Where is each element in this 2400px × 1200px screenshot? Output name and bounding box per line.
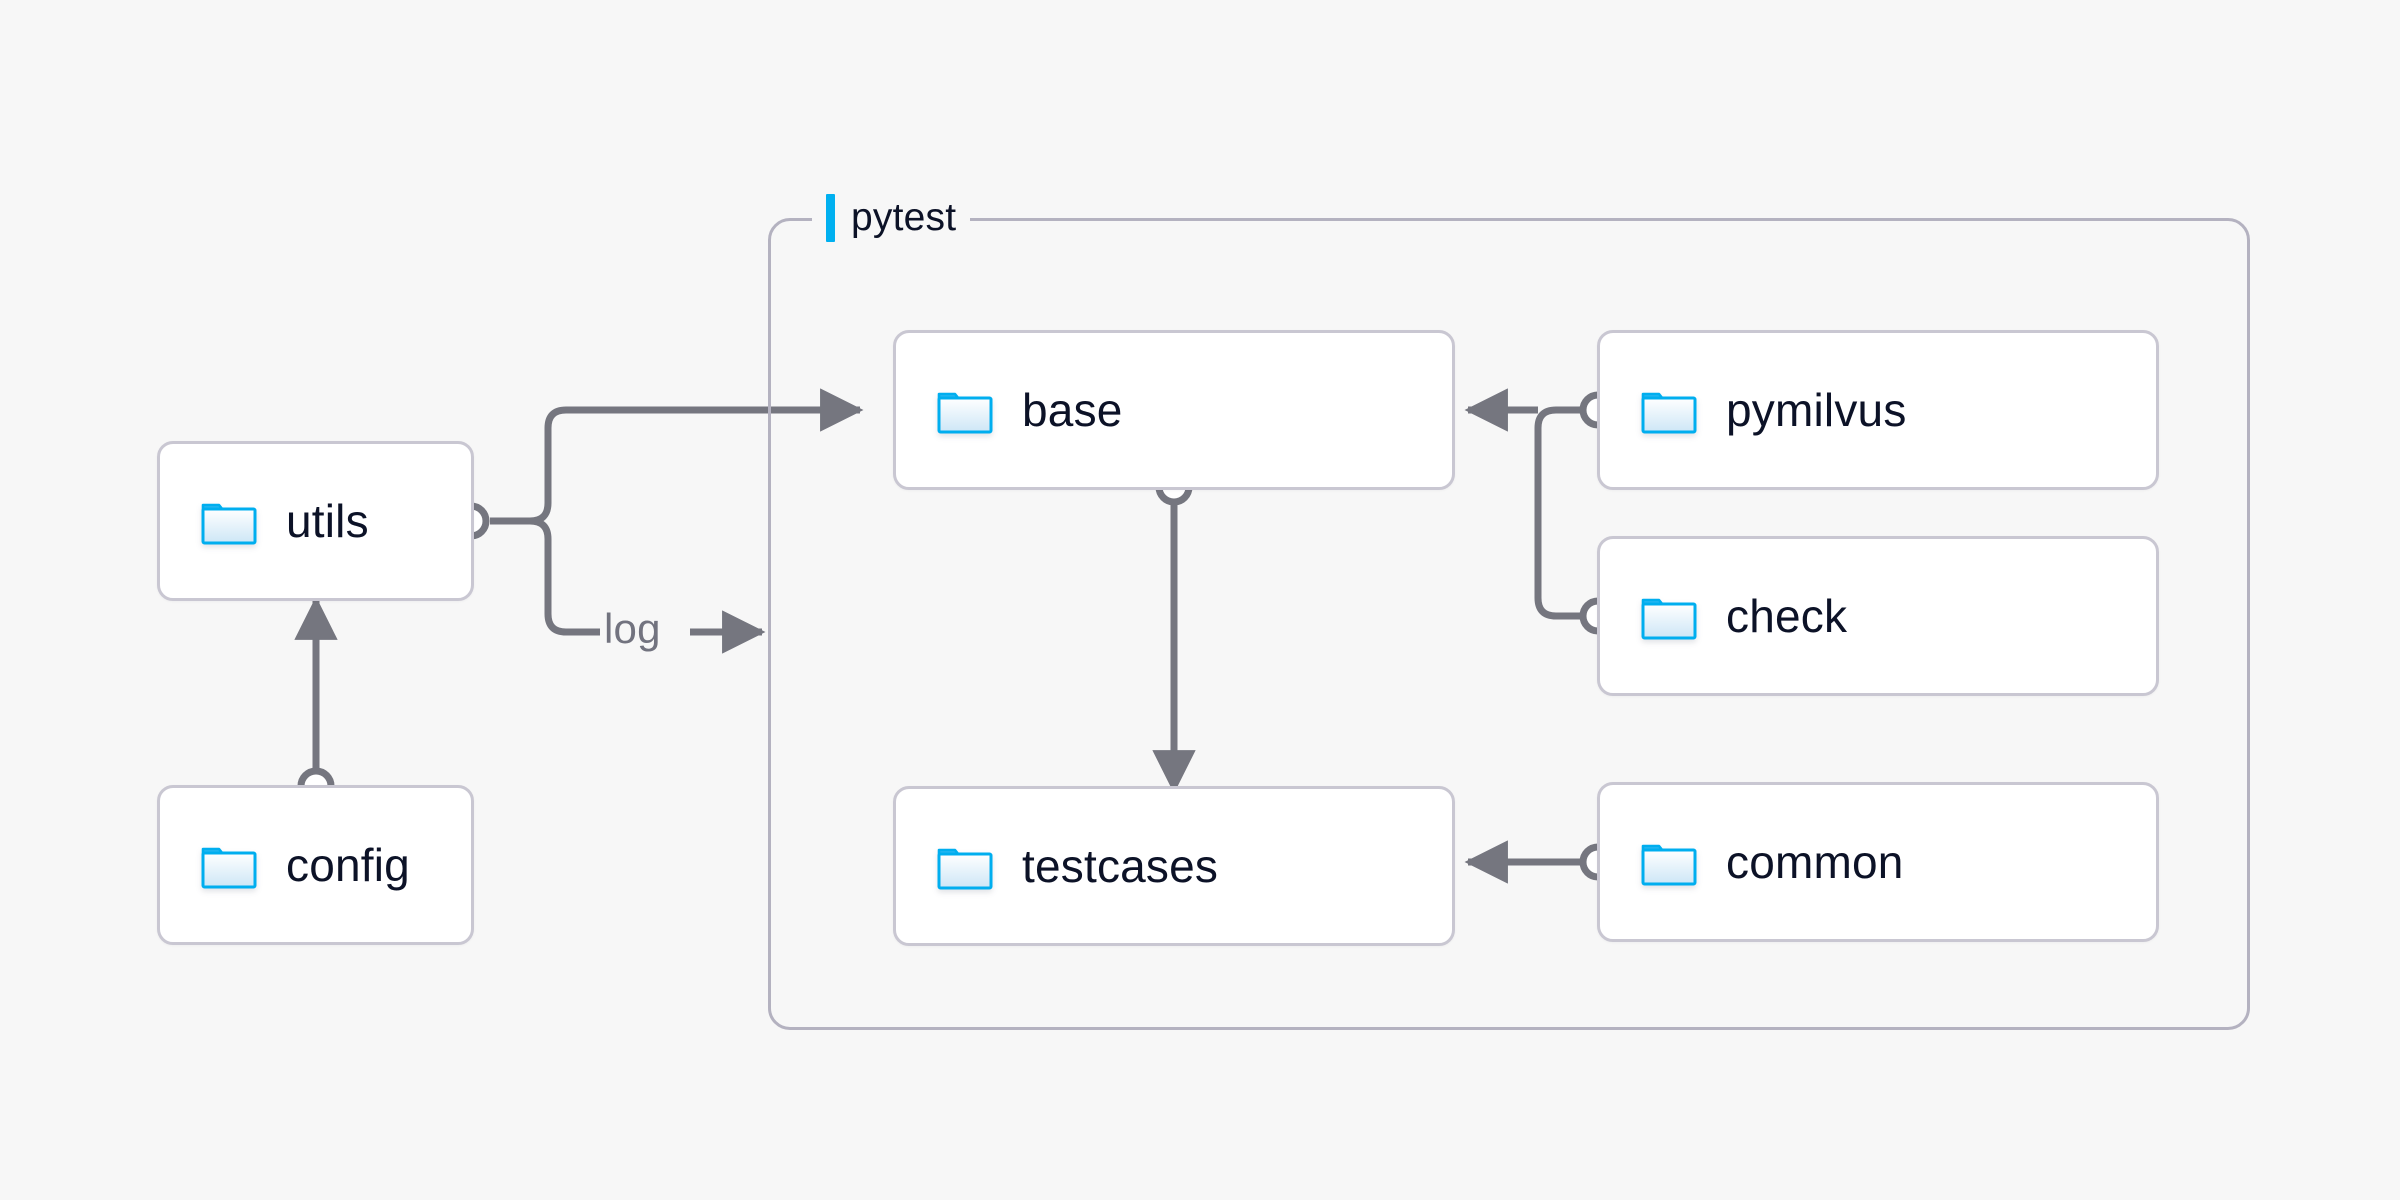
edge-utils-to-log [490, 517, 600, 636]
node-label: testcases [1022, 840, 1219, 892]
node-testcases[interactable]: testcases [893, 786, 1455, 946]
node-check[interactable]: check [1597, 536, 2159, 696]
node-pymilvus[interactable]: pymilvus [1597, 330, 2159, 490]
node-common[interactable]: common [1597, 782, 2159, 942]
folder-icon [1640, 591, 1698, 641]
node-label: utils [286, 495, 369, 547]
node-label: base [1022, 384, 1123, 436]
pytest-group-label: pytest [812, 192, 971, 244]
folder-icon [200, 496, 258, 546]
folder-icon [200, 840, 258, 890]
edge-label-log: log [604, 605, 661, 652]
folder-icon [936, 841, 994, 891]
node-label: check [1726, 590, 1848, 642]
accent-bar-icon [826, 194, 835, 242]
folder-icon [1640, 837, 1698, 887]
node-base[interactable]: base [893, 330, 1455, 490]
node-label: common [1726, 836, 1904, 888]
node-label: pymilvus [1726, 384, 1907, 436]
node-label: config [286, 839, 410, 891]
pytest-group-label-text: pytest [851, 196, 957, 239]
folder-icon [936, 385, 994, 435]
pytest-group-container[interactable] [768, 218, 2250, 1030]
node-config[interactable]: config [157, 785, 474, 945]
node-utils[interactable]: utils [157, 441, 474, 601]
folder-icon [1640, 385, 1698, 435]
